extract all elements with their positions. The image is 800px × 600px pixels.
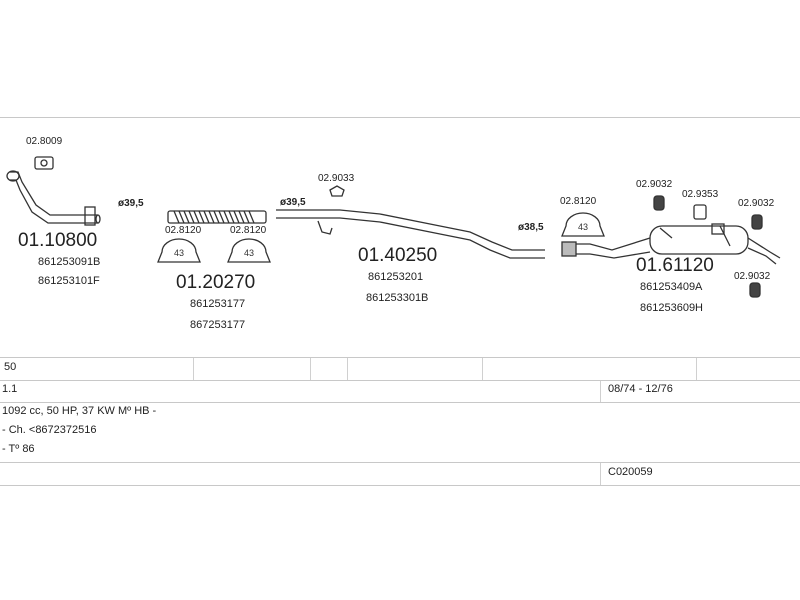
- accessory-code[interactable]: 02.9353: [682, 189, 719, 200]
- part-ref: 861253201: [368, 271, 424, 283]
- accessory-code[interactable]: 02.8009: [26, 136, 63, 147]
- accessory-code[interactable]: 02.9033: [318, 173, 355, 184]
- part-number[interactable]: 01.61120: [636, 255, 714, 276]
- front-pipe-drawing: [6, 170, 101, 226]
- accessory-code[interactable]: 02.9032: [636, 179, 673, 190]
- top-rule: [0, 117, 800, 118]
- part-ref: 861253177: [190, 298, 246, 310]
- accessory-code[interactable]: 02.9032: [738, 198, 775, 209]
- engine-spec: 1092 cc, 50 HP, 37 KW Mº HB -: [2, 405, 157, 417]
- rear-silencer-drawing: [561, 223, 781, 265]
- part-ref: 867253177: [190, 319, 246, 331]
- kit-code[interactable]: C020059: [608, 466, 653, 478]
- diagram-bottom-rule: [0, 357, 800, 358]
- part-ref: 861253301B: [366, 292, 429, 304]
- accessory-code[interactable]: 02.8120: [165, 225, 202, 236]
- exhaust-diagram: 43 43 43: [6, 156, 781, 298]
- part-ref: 861253091B: [38, 256, 101, 268]
- flex-pipe-drawing: [167, 210, 267, 224]
- diameter-label: ø39,5: [118, 198, 144, 209]
- accessory-code[interactable]: 02.8120: [560, 196, 597, 207]
- part-ref: 861253409A: [640, 281, 703, 293]
- clamp-size-label: 43: [244, 248, 254, 258]
- middle-pipe-drawing: [276, 209, 545, 259]
- part-ref: 861253609H: [640, 302, 704, 314]
- clamp-icons: [34, 156, 763, 298]
- part-number[interactable]: 01.10800: [18, 230, 98, 251]
- table-row-value: 50: [4, 361, 17, 373]
- part-number[interactable]: 01.40250: [358, 245, 438, 266]
- chassis-spec: - Ch. <8672372516: [2, 424, 97, 436]
- clamp-43-icons: [157, 212, 605, 263]
- part-number[interactable]: 01.20270: [176, 272, 256, 293]
- accessory-code[interactable]: 02.9032: [734, 271, 771, 282]
- clamp-size-label: 43: [578, 222, 588, 232]
- diameter-label: ø38,5: [518, 222, 544, 233]
- type-spec: - Tº 86: [2, 443, 35, 455]
- diameter-label: ø39,5: [280, 197, 306, 208]
- accessory-code[interactable]: 02.8120: [230, 225, 267, 236]
- part-ref: 861253101F: [38, 275, 100, 287]
- clamp-size-label: 43: [174, 248, 184, 258]
- table-row-value: 1.1: [2, 383, 18, 395]
- clamp-size-labels: 43 43 43: [174, 222, 588, 258]
- production-dates: 08/74 - 12/76: [608, 383, 673, 395]
